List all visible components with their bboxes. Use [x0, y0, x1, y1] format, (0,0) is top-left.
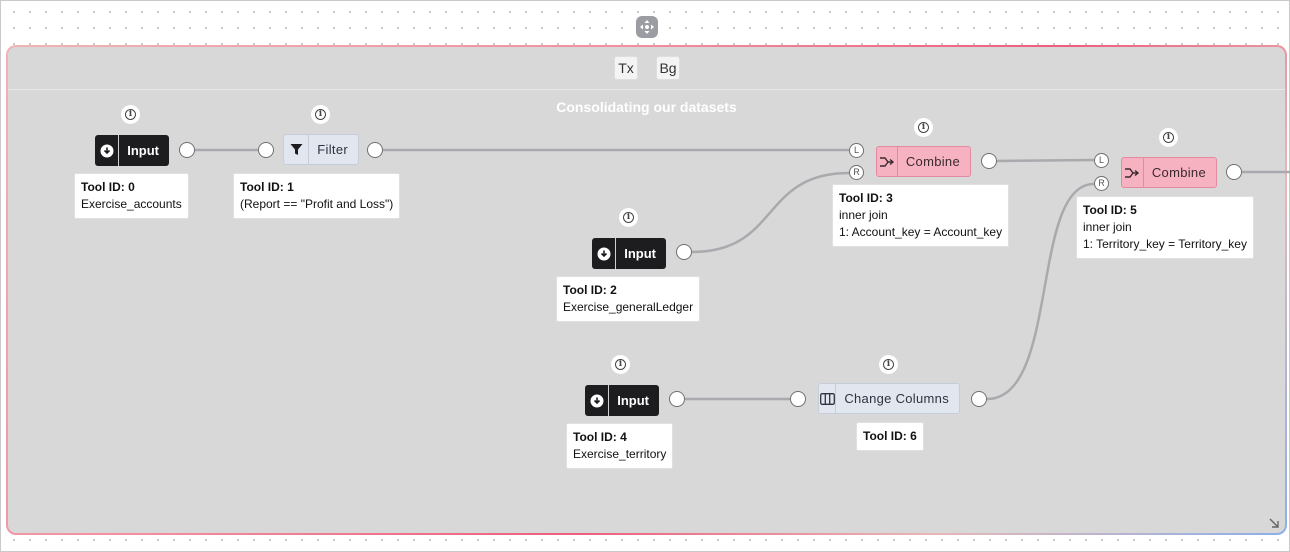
node-label: Input	[624, 246, 656, 261]
tool-node-combine-3[interactable]: Combine	[876, 146, 971, 177]
tool-node-change-columns-6[interactable]: Change Columns	[818, 383, 960, 414]
output-port[interactable]	[676, 244, 692, 260]
tool-card-0: Tool ID: 0 Exercise_accounts	[74, 173, 189, 219]
left-input-port[interactable]: L	[1094, 153, 1109, 168]
text-style-button[interactable]: Tx	[614, 56, 638, 80]
tool-detail: 1: Territory_key = Territory_key	[1083, 237, 1247, 251]
node-label: Combine	[1151, 165, 1206, 180]
output-port[interactable]	[1226, 164, 1242, 180]
info-button-tool-2[interactable]: i	[619, 208, 638, 227]
tool-card-5: Tool ID: 5 inner join 1: Territory_key =…	[1076, 196, 1254, 259]
columns-icon	[819, 384, 837, 413]
merge-arrow-icon	[877, 147, 898, 176]
download-circle-icon	[585, 385, 610, 416]
tool-card-3: Tool ID: 3 inner join 1: Account_key = A…	[832, 184, 1010, 247]
move-handle[interactable]	[634, 14, 660, 40]
input-port[interactable]	[790, 391, 806, 407]
tool-detail: Exercise_generalLedger	[563, 300, 694, 314]
merge-arrow-icon	[1122, 158, 1144, 187]
node-label: Change Columns	[844, 391, 949, 406]
output-port[interactable]	[669, 391, 685, 407]
tool-detail: inner join	[839, 208, 888, 222]
download-circle-icon	[95, 135, 120, 166]
node-label: Filter	[317, 142, 348, 157]
info-button-tool-1[interactable]: i	[311, 105, 330, 124]
tool-id-label: Tool ID: 2	[563, 283, 617, 297]
tool-card-2: Tool ID: 2 Exercise_generalLedger	[556, 276, 701, 322]
tool-id-label: Tool ID: 4	[573, 430, 627, 444]
tool-node-input-2[interactable]: Input	[592, 238, 666, 269]
left-input-port[interactable]: L	[849, 143, 864, 158]
tool-id-label: Tool ID: 3	[839, 191, 893, 205]
output-port[interactable]	[981, 153, 997, 169]
node-label: Combine	[905, 154, 960, 169]
tool-detail: Exercise_territory	[573, 447, 667, 461]
info-icon: i	[615, 359, 626, 370]
tool-node-combine-5[interactable]: Combine	[1121, 157, 1217, 188]
info-icon: i	[623, 212, 634, 223]
tool-node-filter-1[interactable]: Filter	[283, 134, 359, 165]
output-port[interactable]	[367, 142, 383, 158]
tool-id-label: Tool ID: 6	[863, 429, 917, 443]
info-button-tool-3[interactable]: i	[914, 118, 933, 137]
tool-id-label: Tool ID: 5	[1083, 203, 1137, 217]
info-icon: i	[125, 109, 136, 120]
output-port[interactable]	[971, 391, 987, 407]
info-button-tool-6[interactable]: i	[879, 355, 898, 374]
tool-detail: 1: Account_key = Account_key	[839, 225, 1003, 239]
tool-node-input-4[interactable]: Input	[585, 385, 659, 416]
info-icon: i	[918, 122, 929, 133]
output-port[interactable]	[179, 142, 195, 158]
right-input-port[interactable]: R	[849, 165, 864, 180]
wire-changecolumns-combine5-right	[986, 182, 1095, 401]
resize-corner-icon[interactable]	[1268, 517, 1280, 529]
tool-detail: Exercise_accounts	[81, 197, 182, 211]
right-input-port[interactable]: R	[1094, 176, 1109, 191]
info-button-tool-0[interactable]: i	[121, 105, 140, 124]
node-label: Input	[127, 143, 159, 158]
download-circle-icon	[592, 238, 617, 269]
background-style-button[interactable]: Bg	[656, 56, 680, 80]
tool-id-label: Tool ID: 0	[81, 180, 135, 194]
info-button-tool-5[interactable]: i	[1159, 128, 1178, 147]
tool-node-input-0[interactable]: Input	[95, 135, 169, 166]
info-icon: i	[1163, 132, 1174, 143]
move-arrows-icon	[636, 16, 658, 38]
info-icon: i	[315, 109, 326, 120]
info-icon: i	[883, 359, 894, 370]
wire-input2-combine3-right	[691, 171, 850, 254]
tool-detail: (Report == "Profit and Loss")	[240, 197, 394, 211]
node-label: Input	[617, 393, 649, 408]
filter-funnel-icon	[284, 135, 310, 164]
tool-id-label: Tool ID: 1	[240, 180, 294, 194]
group-title: Consolidating our datasets	[556, 99, 737, 115]
tool-card-1: Tool ID: 1 (Report == "Profit and Loss")	[233, 173, 401, 219]
input-port[interactable]	[258, 142, 274, 158]
tool-detail: inner join	[1083, 220, 1132, 234]
info-button-tool-4[interactable]: i	[611, 355, 630, 374]
tool-card-6: Tool ID: 6	[856, 422, 924, 451]
tool-card-4: Tool ID: 4 Exercise_territory	[566, 423, 674, 469]
wire-combine3-combine5-left	[996, 158, 1095, 163]
group-header: Tx Bg	[8, 47, 1285, 90]
